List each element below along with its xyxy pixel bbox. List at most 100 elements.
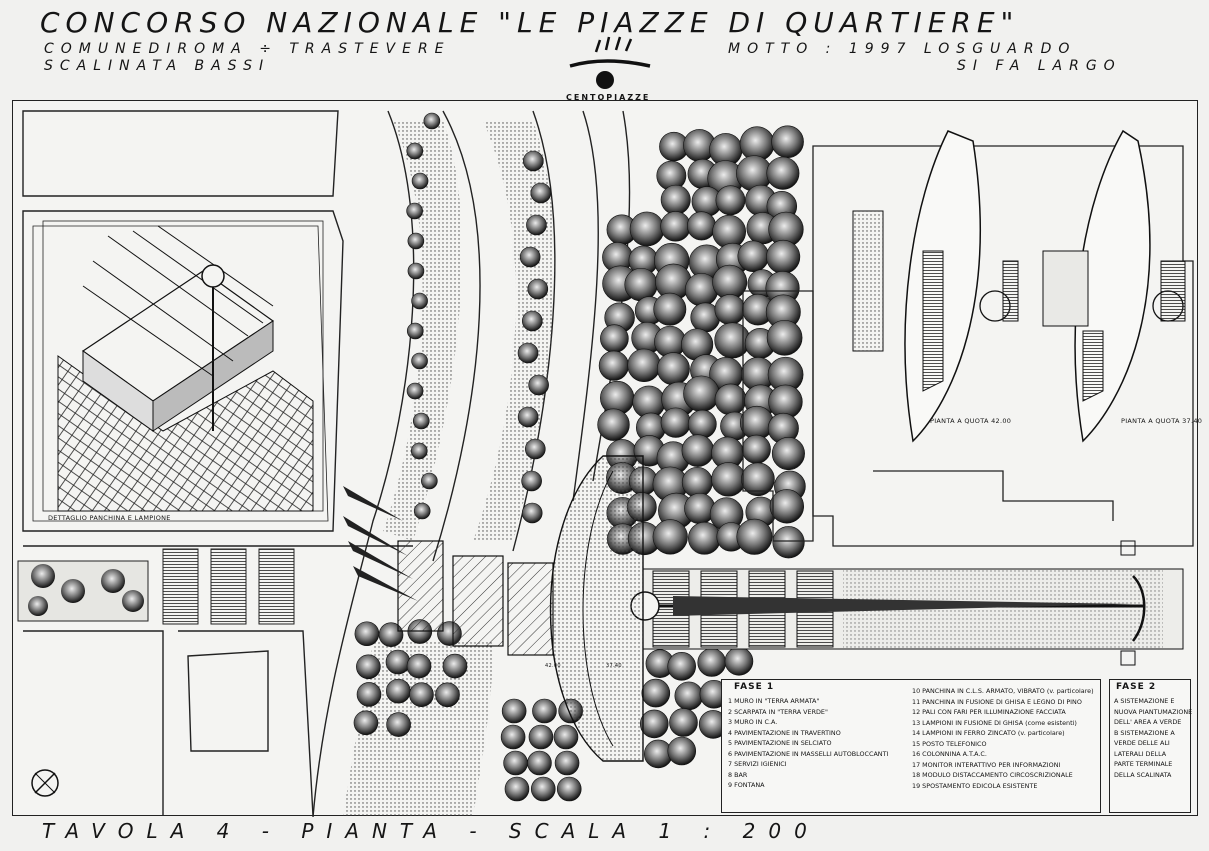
tree-canopy bbox=[378, 622, 404, 648]
central-trees bbox=[353, 112, 806, 802]
tree-canopy bbox=[413, 502, 431, 520]
legend-item: A SISTEMAZIONE E bbox=[1114, 697, 1175, 705]
tree-canopy bbox=[674, 681, 704, 711]
tree-canopy bbox=[741, 434, 771, 464]
legend-item: NUOVA PIANTUMAZIONE bbox=[1114, 707, 1193, 716]
terrace-blocks bbox=[397, 540, 554, 656]
tree-canopy bbox=[500, 724, 526, 750]
plan-caption-3740: PIANTA A QUOTA 37.40 bbox=[1121, 417, 1203, 425]
legend-item: 18 MODULO DISTACCAMENTO CIRCOSCRIZIONALE bbox=[912, 771, 1073, 779]
tree-canopy bbox=[656, 352, 690, 386]
tree-canopy bbox=[660, 184, 691, 215]
tree-canopy bbox=[503, 750, 528, 776]
tree-canopy bbox=[667, 652, 696, 681]
tree-canopy bbox=[407, 262, 425, 280]
north-arrow-icon bbox=[31, 769, 59, 797]
detail-caption: DETTAGLIO PANCHINA E LAMPIONE bbox=[48, 514, 171, 522]
tree-canopy bbox=[553, 724, 579, 750]
tree-canopy bbox=[519, 246, 541, 268]
tree-canopy bbox=[385, 649, 411, 675]
elevation-label-4200: 42.00 bbox=[545, 663, 561, 669]
tree-canopy bbox=[681, 434, 715, 467]
competition-title: CONCORSO NAZIONALE "LE PIAZZE DI QUARTIE… bbox=[40, 6, 1020, 39]
tree-canopy bbox=[411, 292, 428, 310]
tree-canopy bbox=[683, 375, 720, 412]
tree-canopy bbox=[554, 750, 580, 776]
tree-canopy bbox=[353, 710, 379, 736]
stair-axis bbox=[630, 568, 1184, 650]
tree-canopy bbox=[407, 232, 425, 250]
tree-canopy bbox=[639, 709, 669, 739]
tree-canopy bbox=[406, 142, 424, 160]
tree-canopy bbox=[714, 322, 751, 359]
tree-canopy bbox=[736, 518, 773, 555]
bench-lamp-detail bbox=[42, 220, 324, 512]
tree-canopy bbox=[356, 654, 381, 680]
legend-item: 10 PANCHINA IN C.L.S. ARMATO, VIBRATO (v… bbox=[912, 687, 1094, 695]
site-plan-drawing bbox=[17, 110, 1194, 818]
tree-canopy bbox=[556, 776, 582, 802]
tree-canopy bbox=[521, 502, 543, 524]
tree-canopy bbox=[737, 240, 769, 272]
tree-canopy bbox=[530, 776, 556, 802]
tree-canopy bbox=[411, 172, 429, 190]
tree-canopy bbox=[521, 470, 542, 492]
tree-canopy bbox=[684, 492, 716, 525]
tree-canopy bbox=[687, 211, 716, 241]
tree-canopy bbox=[766, 319, 803, 356]
tree-canopy bbox=[517, 406, 539, 428]
tree-canopy bbox=[688, 521, 721, 555]
tree-canopy bbox=[406, 322, 424, 340]
legend-fase-1-col2: 10 PANCHINA IN C.L.S. ARMATO, VIBRATO (v… bbox=[912, 686, 1097, 791]
tree-canopy bbox=[527, 750, 552, 776]
legend-item: VERDE DELLE ALI bbox=[1114, 739, 1170, 747]
tree-canopy bbox=[741, 462, 775, 497]
cypress-trees bbox=[343, 486, 418, 601]
tree-canopy bbox=[600, 324, 629, 353]
legend-item: PARTE TERMINALE bbox=[1114, 760, 1173, 768]
right-buildings bbox=[742, 145, 1194, 547]
tree-canopy bbox=[772, 526, 805, 559]
tree-canopy bbox=[528, 724, 554, 750]
tree-canopy bbox=[523, 150, 544, 172]
tree-canopy bbox=[769, 489, 804, 524]
legend-item: 17 MONITOR INTERATTIVO PER INFORMAZIONI bbox=[912, 760, 1061, 769]
legend-item: 7 SERVIZI IGIENICI bbox=[728, 760, 787, 768]
tree-canopy bbox=[766, 239, 801, 274]
tree-canopy bbox=[528, 374, 549, 396]
tree-canopy bbox=[714, 383, 747, 416]
tree-canopy bbox=[715, 185, 746, 216]
tree-canopy bbox=[423, 112, 441, 130]
tree-canopy bbox=[410, 442, 428, 460]
tree-canopy bbox=[525, 438, 546, 460]
legend-item: 3 MURO IN C.A. bbox=[728, 718, 778, 726]
tree-canopy bbox=[660, 407, 691, 438]
tree-canopy bbox=[711, 462, 746, 497]
legend-item: DELL' AREA A VERDE bbox=[1114, 718, 1182, 726]
tree-canopy bbox=[406, 382, 424, 400]
tree-canopy bbox=[409, 682, 434, 707]
plan-caption-4200: PIANTA A QUOTA 42.00 bbox=[930, 417, 1012, 425]
tree-canopy bbox=[386, 678, 411, 704]
legend-item: 4 PAVIMENTAZIONE IN TRAVERTINO bbox=[728, 728, 841, 737]
legend-item: LATERALI DELLA bbox=[1114, 749, 1167, 758]
legend-item: 1 MURO IN "TERRA ARMATA" bbox=[728, 697, 820, 705]
tree-canopy bbox=[629, 211, 665, 247]
tree-canopy bbox=[771, 437, 805, 471]
legend-fase-2-title: FASE 2 bbox=[1116, 682, 1157, 692]
tree-canopy bbox=[532, 698, 557, 724]
legend-item: 13 LAMPIONI IN FUSIONE DI GHISA (come es… bbox=[912, 718, 1077, 727]
tree-canopy bbox=[669, 708, 698, 737]
tree-canopy bbox=[421, 472, 438, 490]
tree-canopy bbox=[597, 408, 630, 441]
elevation-label-3740: 37.40 bbox=[606, 663, 622, 669]
tree-canopy bbox=[697, 648, 727, 677]
legend-item: 14 LAMPIONI IN FERRO ZINCATO (v. partico… bbox=[912, 729, 1065, 737]
tree-canopy bbox=[406, 202, 423, 220]
legend-item: 12 PALI CON FARI PER ILLUMINAZIONE FACCI… bbox=[912, 708, 1066, 716]
tree-canopy bbox=[527, 278, 549, 300]
tree-canopy bbox=[739, 405, 774, 440]
legend-item: 2 SCARPATA IN "TERRA VERDE" bbox=[728, 707, 828, 716]
legend-item: 15 POSTO TELEFONICO bbox=[912, 739, 987, 748]
header-site: SCALINATA BASSI bbox=[44, 58, 271, 74]
